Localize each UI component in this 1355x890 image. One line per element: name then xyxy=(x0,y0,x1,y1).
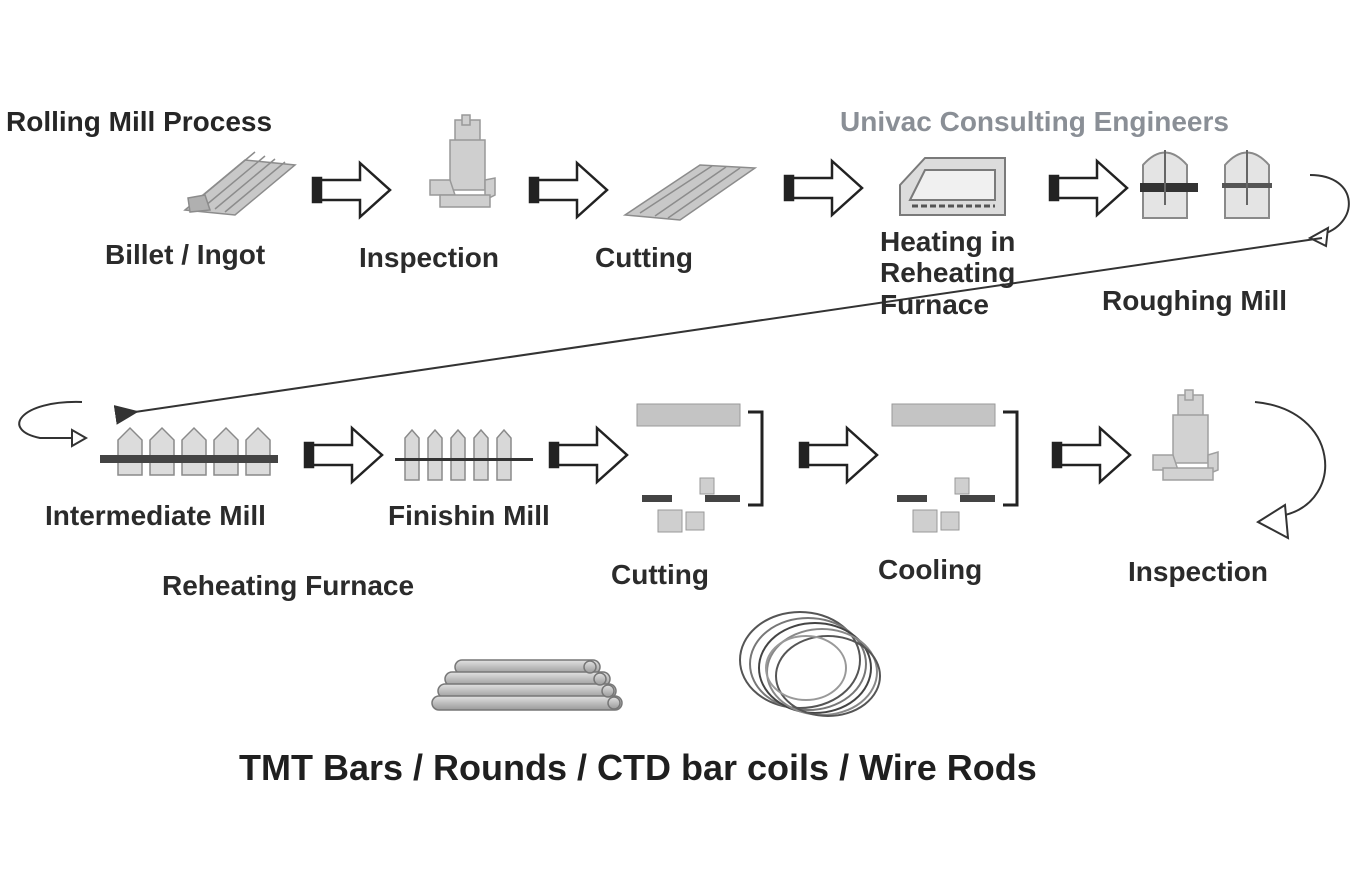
step-label-finishing-mill: Finishin Mill xyxy=(388,500,550,531)
tmt-bars-bundle-icon xyxy=(431,659,623,711)
brand-label: Univac Consulting Engineers xyxy=(840,106,1229,137)
intermediate-mill-icon xyxy=(100,426,278,476)
flow-arrow-icon xyxy=(548,425,629,485)
step-label-cooling: Cooling xyxy=(878,554,983,585)
wire-coil-icon xyxy=(739,611,881,717)
inspection-machine-icon xyxy=(1152,389,1219,481)
step-label-cutting-2: Cutting xyxy=(611,559,709,590)
flow-arrow-icon xyxy=(798,425,879,485)
step-label-inspection-2: Inspection xyxy=(1128,556,1269,587)
billet-stack-icon xyxy=(183,151,297,216)
inspection-machine-icon xyxy=(429,114,496,208)
reheating-furnace-label: Reheating Furnace xyxy=(162,570,415,601)
step-label-heating-line: Reheating xyxy=(880,257,1016,289)
flow-arrow-icon xyxy=(1048,158,1129,218)
turn-arrow-head-icon xyxy=(1307,226,1330,248)
roughing-mill-icon xyxy=(1140,150,1272,219)
step-label-heating-line: Heating in xyxy=(880,226,1016,257)
cooling-bed-icon xyxy=(891,403,1019,533)
finishing-mill-icon xyxy=(395,428,533,481)
turn-arrow-icon xyxy=(1309,174,1350,236)
step-label-heating: Heating in Reheating Furnace xyxy=(880,226,1015,320)
step-label-billet: Billet / Ingot xyxy=(105,239,266,270)
flow-arrow-icon xyxy=(783,158,864,218)
turn-arrow-icon xyxy=(1254,401,1327,516)
step-label-heating-line: Furnace xyxy=(880,288,989,320)
loop-arrow-head-icon xyxy=(71,428,89,448)
step-label-cutting: Cutting xyxy=(595,242,693,273)
flow-arrow-icon xyxy=(1051,425,1132,485)
flow-arrow-icon xyxy=(311,160,392,220)
reheating-furnace-icon xyxy=(899,157,1006,216)
flow-arrow-icon xyxy=(303,425,384,485)
connector-line xyxy=(113,237,1323,425)
flow-arrow-icon xyxy=(528,160,609,220)
step-label-roughing-mill: Roughing Mill xyxy=(1102,285,1288,316)
turn-arrow-head-icon xyxy=(1256,503,1290,540)
step-label-inspection: Inspection xyxy=(359,242,500,273)
step-label-intermediate-mill: Intermediate Mill xyxy=(45,500,266,531)
cutting-plate-icon xyxy=(622,164,758,221)
diagram-title: Rolling Mill Process xyxy=(6,106,273,137)
products-label: TMT Bars / Rounds / CTD bar coils / Wire… xyxy=(239,747,1037,788)
cutting-shear-icon xyxy=(636,403,764,533)
loop-arrow-icon xyxy=(18,400,83,439)
